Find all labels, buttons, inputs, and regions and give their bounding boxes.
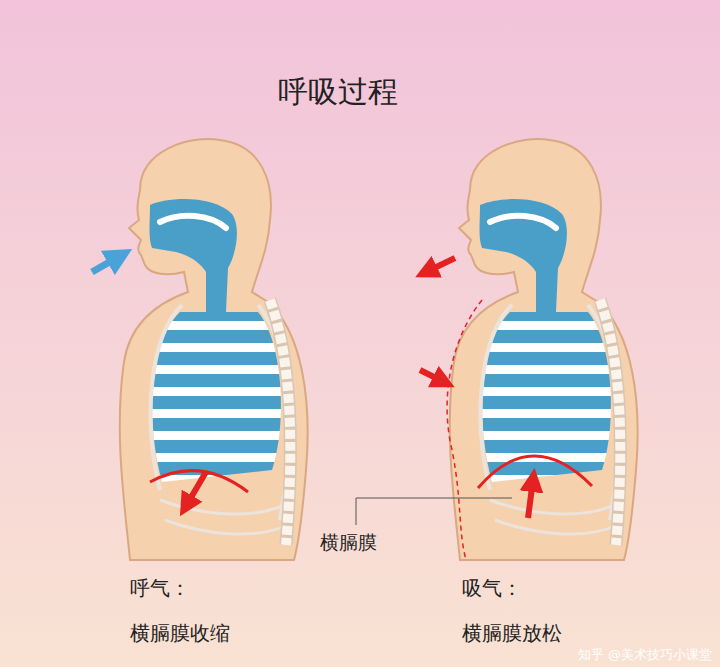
phase-note: 横膈膜放松: [462, 620, 562, 647]
part-label: 横膈膜: [320, 530, 377, 556]
phase-note: 横膈膜收缩: [130, 620, 230, 647]
phase-label: 呼气：: [130, 575, 190, 602]
diagram-title: 呼吸过程: [278, 72, 398, 113]
watermark: 知乎 @美术技巧小课堂: [578, 646, 712, 664]
phase-label: 吸气：: [462, 575, 522, 602]
